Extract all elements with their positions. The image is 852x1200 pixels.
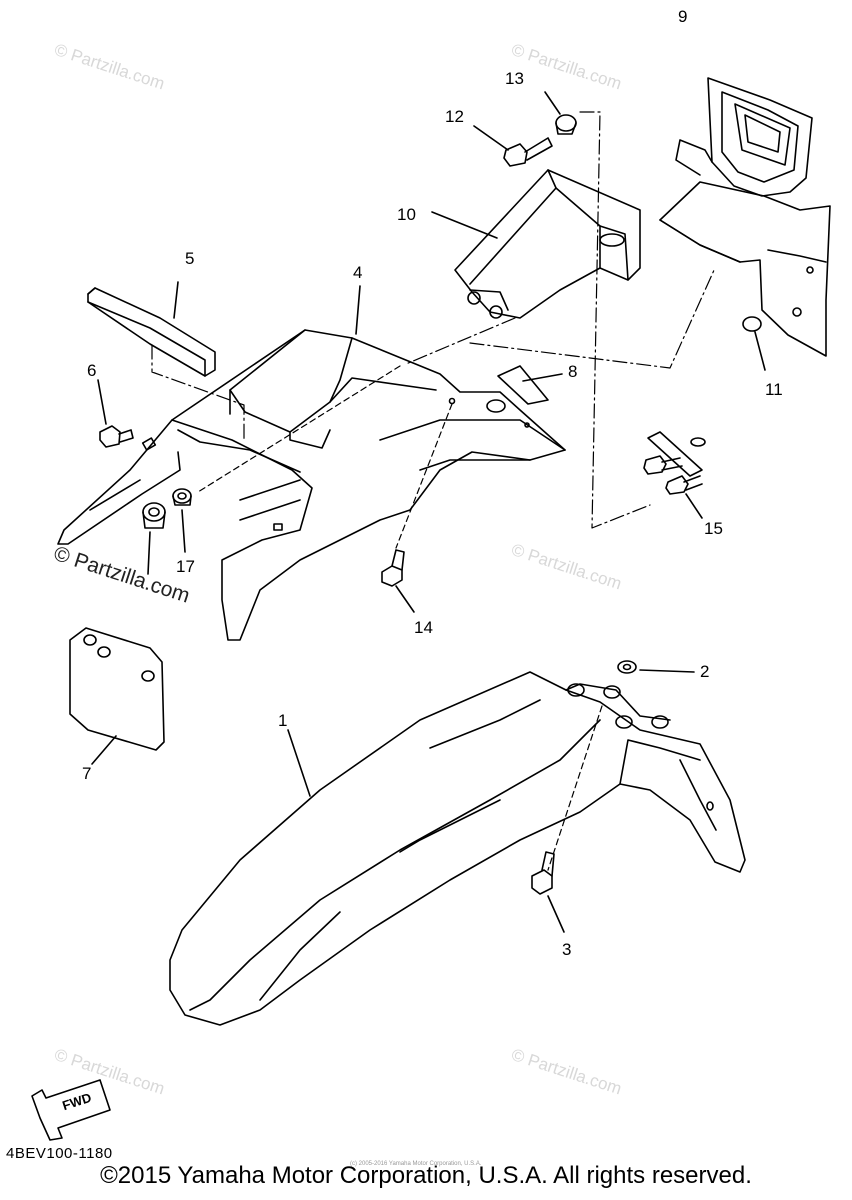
callout-8: 8	[568, 362, 578, 381]
callout-13: 13	[505, 69, 524, 88]
callout-17: 17	[176, 557, 195, 576]
part-4-rear-fender	[57, 285, 566, 641]
part-1-front-fender	[169, 671, 746, 1026]
diagram-code: 4BEV100-1180	[6, 1145, 113, 1162]
part-14-bolt	[381, 549, 415, 613]
hidden-lines	[197, 365, 603, 871]
callout-10: 10	[397, 205, 416, 224]
part-3-bolt	[531, 851, 565, 933]
callout-4: 4	[353, 263, 363, 282]
part-9-license-bracket	[659, 77, 831, 357]
copyright-notice: ©2015 Yamaha Motor Corporation, U.S.A. A…	[100, 1162, 752, 1189]
callout-5: 5	[185, 249, 195, 268]
part-11-grommet	[742, 316, 766, 371]
part-15-bracket	[643, 431, 706, 519]
callout-14: 14	[414, 618, 433, 637]
callout-11: 11	[765, 380, 783, 399]
callout-12: 12	[445, 107, 464, 126]
assembly-lines	[151, 111, 716, 529]
fwd-arrow-icon	[31, 1079, 111, 1141]
callout-6: 6	[87, 361, 97, 380]
part-10-tail-cover	[431, 169, 641, 319]
part-2-washer	[617, 660, 695, 674]
callout-3: 3	[562, 940, 572, 959]
part-17-collars	[142, 488, 192, 575]
callout-9: 9	[678, 7, 688, 26]
part-7-plate	[69, 627, 165, 765]
callout-2: 2	[700, 662, 710, 681]
fine-print: (c) 2005-2016 Yamaha Motor Corporation, …	[350, 1161, 482, 1167]
part-13-collar	[544, 91, 577, 135]
part-12-bolt	[473, 125, 553, 167]
part-8-label	[497, 365, 563, 405]
callout-1: 1	[278, 711, 288, 730]
callout-15: 15	[704, 519, 723, 538]
part-6-bolt	[97, 379, 134, 448]
callout-7: 7	[82, 764, 92, 783]
part-5-pad	[87, 281, 216, 377]
